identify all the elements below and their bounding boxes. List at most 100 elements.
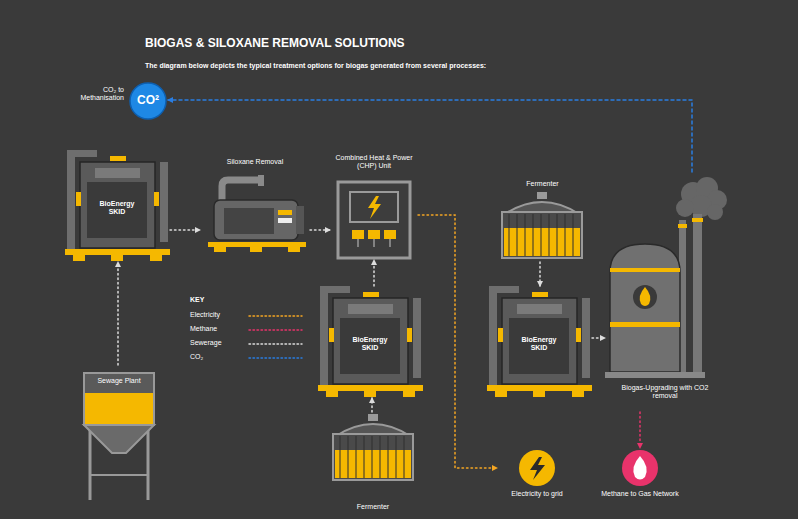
flow-line	[170, 229, 200, 231]
key-heading: KEY	[190, 296, 204, 304]
node-label: Combined Heat & Power (CHP) Unit	[330, 154, 418, 171]
legend-row: Methane	[190, 325, 305, 337]
siloxane-unit-part	[278, 210, 292, 215]
fermenter-tank	[502, 192, 582, 258]
electricity-icon-part	[530, 457, 545, 480]
legend-line	[249, 315, 302, 317]
chp-unit: Combined Heat & Power (CHP) Unit	[330, 152, 418, 260]
upgrading-tower-part	[678, 224, 687, 228]
siloxane-unit-part	[250, 247, 262, 252]
upgrading-tower-part	[610, 268, 680, 272]
fermenter-tank	[333, 414, 413, 480]
flow-line	[539, 262, 541, 286]
biogas-upgrading: Biogas-Upgrading with CO2 removal	[605, 172, 735, 412]
upgrading-tower-part	[605, 372, 705, 378]
legend-line	[249, 343, 302, 345]
chp-unit-part	[357, 239, 359, 247]
flow-line	[639, 412, 641, 448]
flow-line	[117, 262, 119, 365]
node-label: Biogas-Upgrading with CO2 removal	[610, 384, 720, 401]
siloxane-unit-part	[214, 247, 226, 252]
chp-unit-part	[350, 192, 398, 222]
flow-line	[373, 260, 375, 286]
methane-icon-part	[633, 456, 646, 480]
upgrading-tower	[605, 177, 727, 378]
node-label: BioEnergy SKID	[519, 336, 559, 353]
flow-line	[168, 100, 692, 172]
fermenter: Fermenter	[326, 412, 420, 516]
node-label: Fermenter	[326, 503, 420, 511]
methane-icon-part	[622, 450, 658, 486]
methane-to-gas: Methane to Gas Network	[600, 448, 680, 510]
chp-unit-part	[338, 182, 410, 258]
node-label: BioEnergy SKID	[97, 200, 137, 217]
chp-unit-part	[389, 239, 391, 247]
sewage-hopper-part	[85, 393, 153, 424]
upgrading-tower-part	[707, 204, 723, 220]
upgrading-tower-part	[692, 218, 703, 222]
legend-text: CO₂	[190, 353, 242, 361]
sewage-hopper-part	[89, 425, 92, 500]
legend-sample	[248, 311, 303, 323]
siloxane-unit-part	[208, 242, 306, 247]
node-label: CO₂ to Methanisation	[70, 86, 124, 103]
electricity-icon-part	[519, 450, 555, 486]
siloxane-unit	[208, 175, 306, 252]
legend-text: Electricity	[190, 311, 242, 319]
chp-unit-part	[352, 230, 364, 239]
flow-line	[310, 229, 330, 231]
flow-line	[418, 215, 497, 468]
chp-unit-part	[373, 239, 375, 247]
siloxane-unit-part	[296, 206, 304, 234]
upgrading-tower-part	[693, 214, 702, 372]
flow-line	[371, 398, 373, 412]
chp-unit-part	[384, 230, 396, 239]
upgrading-tower-part	[610, 244, 680, 372]
legend-sample	[248, 353, 303, 365]
chp-unit	[338, 182, 410, 258]
co2-circle	[130, 83, 166, 119]
electricity-icon	[519, 450, 555, 486]
legend-sample	[248, 339, 303, 351]
siloxane-unit-part	[288, 247, 300, 252]
flow-line	[592, 337, 605, 339]
sewage-hopper-part	[84, 425, 154, 453]
node-label: BioEnergy SKID	[350, 336, 390, 353]
siloxane-unit-part	[224, 208, 274, 234]
sewage-plant: Sewage Plant	[80, 365, 158, 505]
bioenergy-skid: BioEnergy SKID	[65, 150, 170, 262]
siloxane-unit-part	[222, 180, 260, 202]
legend-row: Electricity	[190, 311, 305, 323]
siloxane-unit-part	[278, 218, 292, 223]
node-label: Electricity to grid	[497, 490, 577, 498]
legend-text: Sewerage	[190, 339, 242, 347]
node-symbol: CO²	[130, 93, 166, 107]
node-label: Fermenter	[495, 180, 590, 188]
title: BIOGAS & SILOXANE REMOVAL SOLUTIONS	[145, 36, 705, 50]
node-label: Methane to Gas Network	[600, 490, 680, 498]
sewage-hopper-part	[90, 474, 148, 476]
sewage-hopper	[84, 373, 154, 500]
fermenter: Fermenter	[495, 178, 590, 262]
legend-row: CO₂	[190, 353, 305, 365]
skid-machine	[487, 286, 592, 397]
node-label: Sewage Plant	[84, 377, 154, 385]
co2-circle-part	[130, 83, 166, 119]
bioenergy-skid: BioEnergy SKID	[318, 286, 423, 398]
bioenergy-skid: BioEnergy SKID	[487, 286, 592, 398]
legend-text: Methane	[190, 325, 242, 333]
methane-icon	[622, 450, 658, 486]
siloxane-removal: Siloxane Removal	[200, 158, 310, 255]
legend-line	[249, 329, 302, 331]
chp-unit-part	[368, 196, 381, 219]
upgrading-tower-part	[676, 199, 694, 217]
skid-machine	[65, 150, 170, 261]
upgrading-tower-part	[610, 322, 680, 327]
sewage-hopper-part	[84, 373, 154, 425]
legend-line	[249, 357, 302, 359]
caption: The diagram below depicts the typical tr…	[145, 62, 705, 70]
node-label: Siloxane Removal	[200, 158, 310, 166]
